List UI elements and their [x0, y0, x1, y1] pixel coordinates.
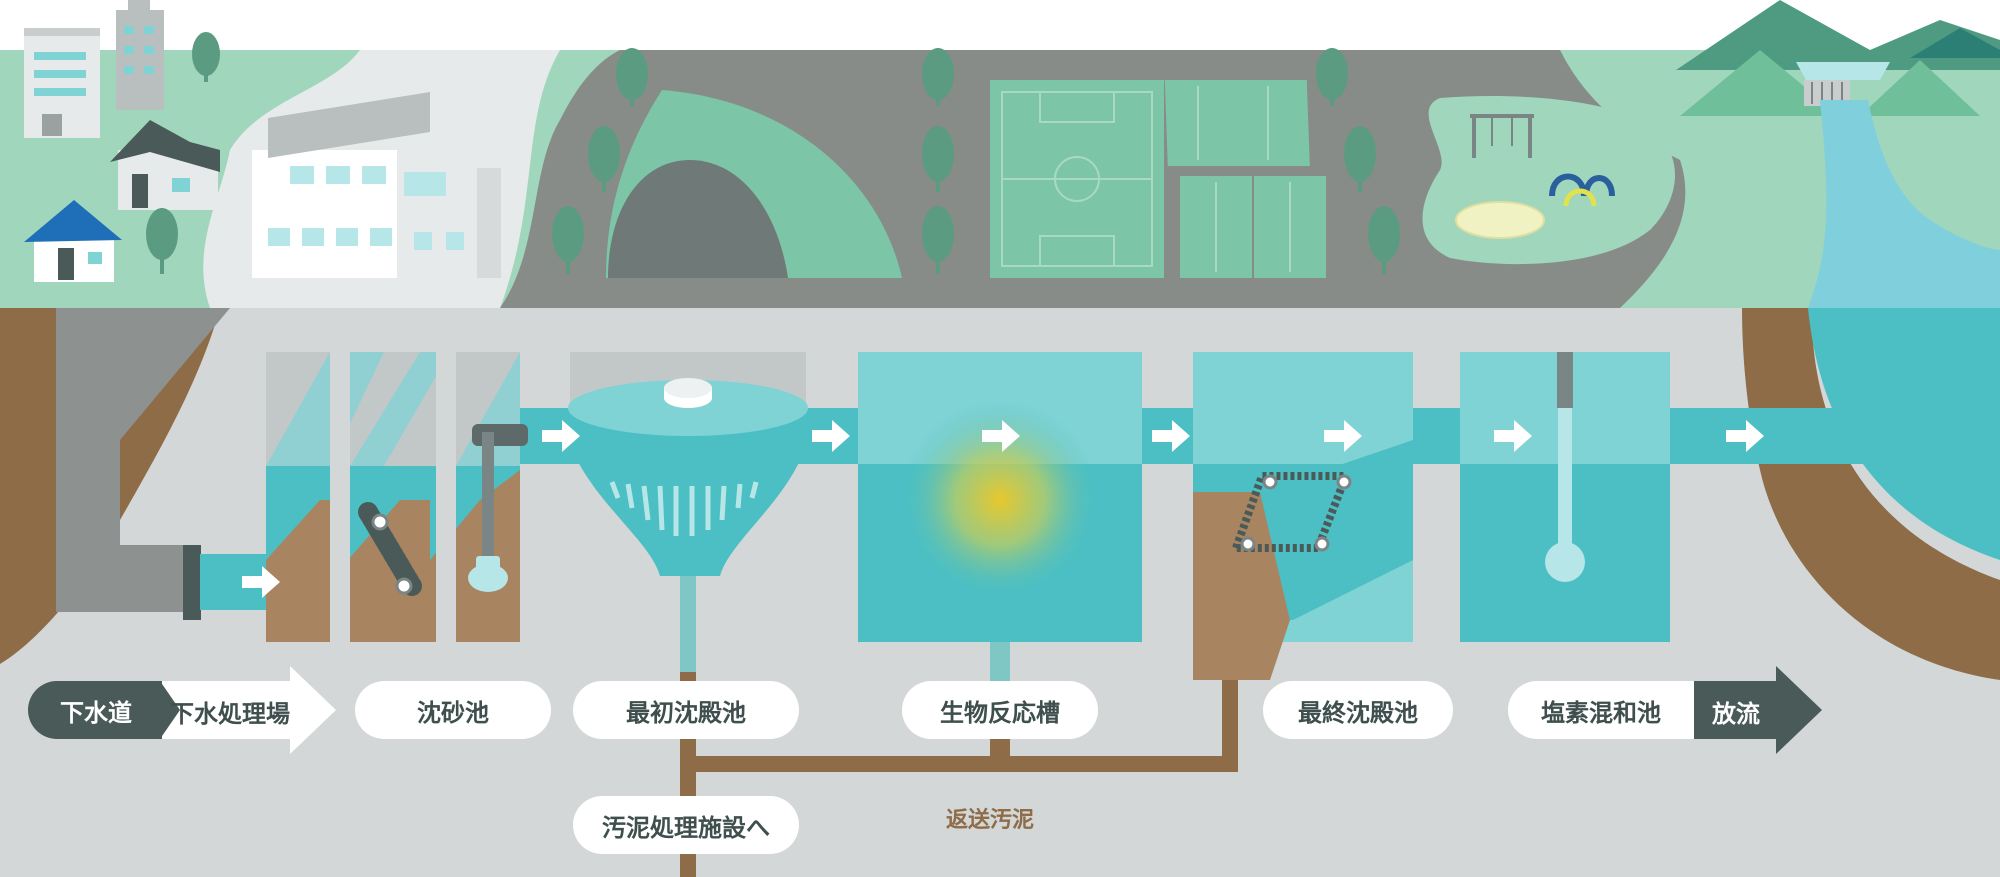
office-buildings: [24, 0, 164, 138]
park-trees: [552, 48, 1400, 274]
final-sedimentation-tank: [1193, 352, 1413, 680]
house-blue-roof: [24, 200, 122, 282]
grit-chamber-label: 沈砂池: [355, 681, 551, 739]
treatment-plant-building: [252, 92, 501, 278]
final-sedimentation-label: 最終沈殿池: [1263, 681, 1453, 739]
mountains: [1676, 0, 2000, 116]
dam: [1796, 62, 1890, 106]
primary-sedimentation-tank: [568, 352, 808, 672]
soil-right: [1742, 308, 2000, 680]
sewer-pipe: [56, 308, 200, 612]
treatment-plant-label: 下水処理場: [170, 700, 290, 728]
chlorine-tank: [1460, 352, 1670, 642]
playground: [1422, 96, 1675, 265]
flow-arrows: [242, 420, 1764, 598]
sewer-label-chevron: [160, 681, 180, 739]
return-sludge-label: 返送汚泥: [946, 808, 1035, 833]
tennis-courts: [1164, 80, 1326, 278]
tree-icon: [146, 32, 220, 274]
discharge-label: 放流: [1712, 700, 1760, 728]
sewer-label-text: 下水道: [60, 698, 132, 727]
grit-conveyor: [358, 502, 422, 596]
soccer-field: [990, 80, 1164, 278]
discharge-arrow-shape: [1676, 666, 1822, 754]
house-grey-roof: [110, 120, 220, 210]
bioreactor-label: 生物反応槽: [902, 681, 1098, 739]
treatment-plant-arrow-shape: [150, 666, 336, 754]
grit-pump: [468, 424, 528, 592]
sludge-facility-label: 汚泥処理施設へ: [573, 796, 799, 854]
park-lawn: [606, 90, 902, 278]
river: [1808, 100, 2000, 308]
pipe-flange: [183, 545, 201, 620]
primary-sedimentation-label: 最初沈殿池: [573, 681, 799, 739]
grit-chamber-tank: [266, 352, 520, 642]
chlorine-tank-label: 塩素混和池: [1508, 681, 1694, 739]
sewer-label: 下水道: [28, 681, 162, 739]
bioreactor-tank: [858, 352, 1142, 688]
